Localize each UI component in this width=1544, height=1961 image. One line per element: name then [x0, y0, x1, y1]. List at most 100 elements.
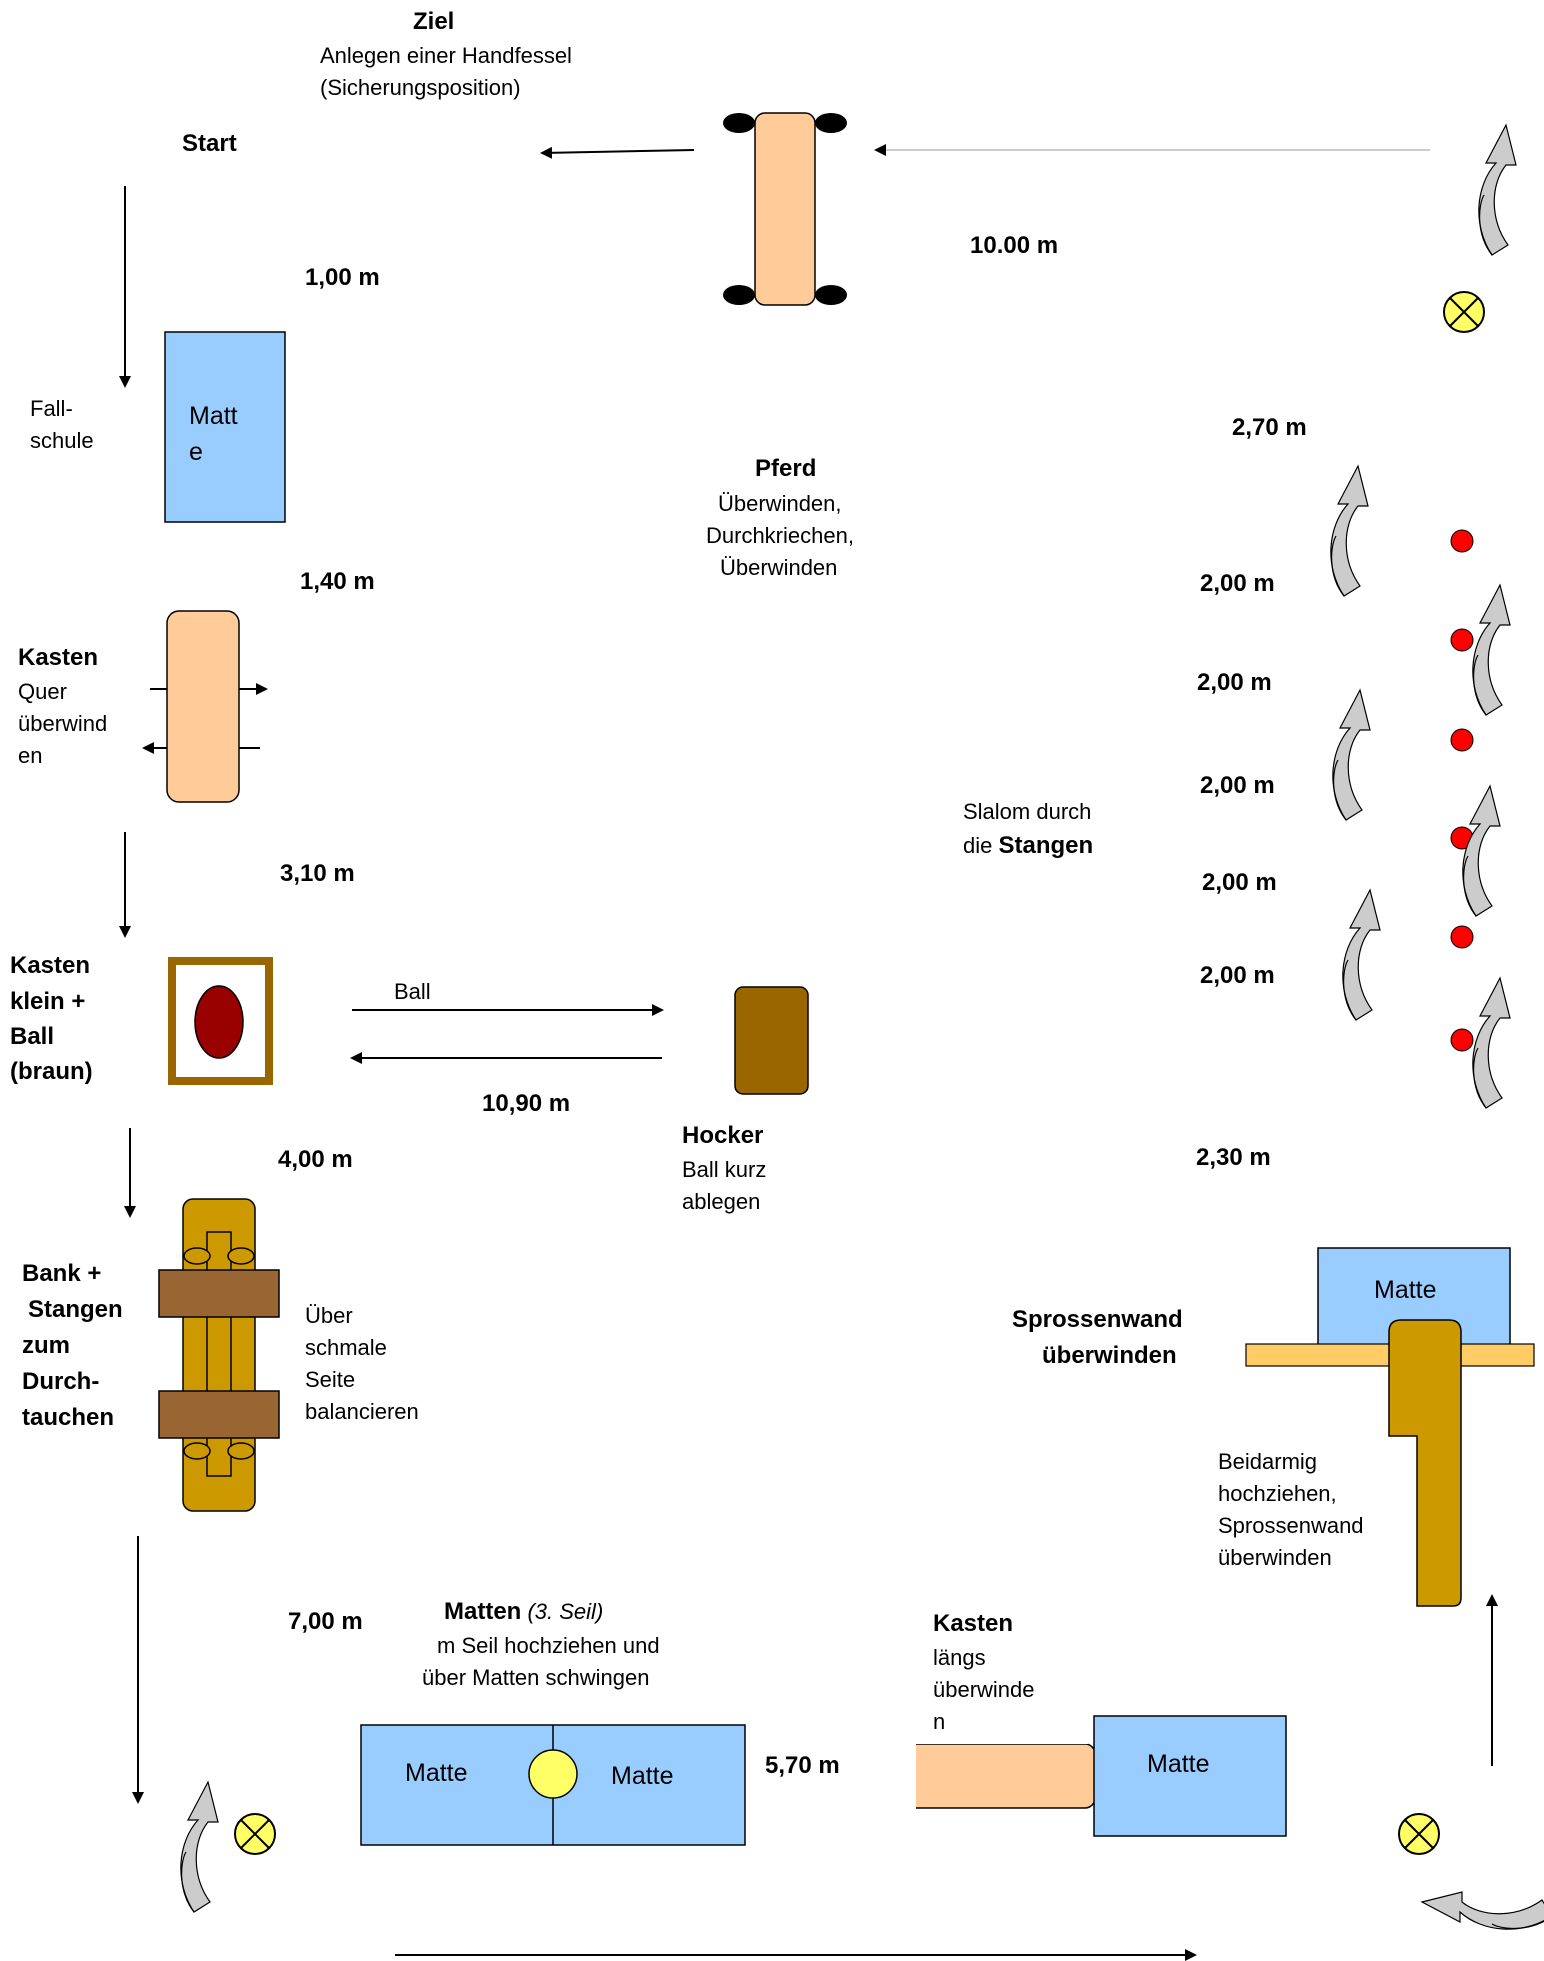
sprossenwand-line2: überwinden	[1042, 1342, 1177, 1369]
turn-arrow-icon	[1342, 889, 1381, 1021]
kasten-klein-line2: klein +	[10, 988, 86, 1015]
distance-2-00-d: 2,00 m	[1202, 869, 1277, 896]
matten-seil	[360, 1724, 746, 1846]
hocker-title: Hocker	[682, 1122, 764, 1149]
pferd-line1: Überwinden,	[718, 491, 842, 516]
slalom-poles	[1450, 529, 1474, 1052]
hocker-line2: ablegen	[682, 1189, 761, 1214]
slalom-prefix: die	[963, 833, 999, 858]
kasten-klein-line3: Ball	[10, 1023, 55, 1050]
distance-1-40: 1,40 m	[300, 568, 375, 595]
hocker-line1: Ball kurz	[682, 1157, 767, 1182]
matten-title-row: Matten (3. Seil)	[444, 1596, 603, 1628]
bank-line1: Bank +	[22, 1260, 102, 1287]
kasten-klein-line4: (braun)	[10, 1058, 93, 1085]
kasten-laengs-line3: n	[933, 1709, 946, 1734]
distance-2-70: 2,70 m	[1232, 414, 1307, 441]
pferd-line3-clip: Überwinden	[700, 552, 940, 576]
distance-7-00: 7,00 m	[288, 1608, 363, 1635]
distance-1-00: 1,00 m	[305, 264, 380, 291]
turn-arrow-icon	[1462, 785, 1501, 917]
matten-right-label: Matte	[611, 1762, 674, 1790]
pferd-line3: Überwinden	[720, 555, 838, 576]
kasten-quer-title: Kasten	[18, 644, 99, 671]
mat1-label-line2: e	[189, 438, 203, 466]
slalom-pole-icon	[1450, 529, 1474, 553]
mat1-label-line1: Matt	[189, 402, 238, 430]
slalom-pole-icon	[1450, 925, 1474, 949]
matten-title: Matten	[444, 1598, 522, 1625]
pferd-obstacle	[723, 112, 847, 306]
slalom-bold: Stangen	[998, 832, 1094, 859]
kasten-laengs	[898, 1715, 1287, 1837]
distance-2-00-c: 2,00 m	[1200, 772, 1275, 799]
turn-arrow-icon	[1332, 689, 1371, 821]
fallschule-mat	[164, 331, 286, 523]
kasten-quer-line2: überwind	[18, 711, 108, 736]
distance-10-00: 10.00 m	[970, 232, 1059, 259]
distance-5-70: 5,70 m	[765, 1752, 840, 1779]
bank-line2: Stangen	[28, 1296, 123, 1323]
kasten-klein-ball	[168, 957, 273, 1085]
distance-4-00: 4,00 m	[278, 1146, 353, 1173]
sprossenwand-mat-label: Matte	[1374, 1276, 1437, 1304]
beidarmig-line3: Sprossenwand	[1218, 1513, 1364, 1538]
fallschule-line1: Fall-	[30, 396, 73, 421]
kasten-quer-line3: en	[18, 743, 43, 768]
slalom-pole-icon	[1450, 628, 1474, 652]
hocker-stool	[734, 986, 809, 1095]
turn-arrow-icon	[180, 1781, 219, 1913]
distance-2-00-a: 2,00 m	[1200, 570, 1275, 597]
distance-10-90: 10,90 m	[482, 1090, 571, 1117]
cone-marker-icon	[1398, 1813, 1440, 1855]
slalom-pole-icon	[1450, 1028, 1474, 1052]
matten-left-label: Matte	[405, 1759, 468, 1787]
cone-marker-icon	[234, 1813, 276, 1855]
pferd-title: Pferd	[755, 455, 817, 482]
bank-line5: tauchen	[22, 1404, 115, 1431]
distance-2-00-b: 2,00 m	[1197, 669, 1272, 696]
sprossenwand	[1245, 1247, 1535, 1607]
ueber-line1: Über	[305, 1303, 353, 1328]
beidarmig-line1: Beidarmig	[1218, 1449, 1318, 1474]
slalom-pole-icon	[1450, 728, 1474, 752]
ziel-line2: (Sicherungsposition)	[320, 75, 521, 100]
sprossenwand-line1: Sprossenwand	[1012, 1306, 1183, 1333]
turn-arrow-icon	[1330, 465, 1369, 597]
ziel-title: Ziel	[413, 8, 455, 35]
kasten-quer-line1: Quer	[18, 679, 67, 704]
distance-2-30: 2,30 m	[1196, 1144, 1271, 1171]
slalom-line2: die Stangen	[963, 830, 1093, 862]
beidarmig-line2: hochziehen,	[1218, 1481, 1337, 1506]
turn-arrow-icon	[1421, 1891, 1544, 1930]
distance-3-10: 3,10 m	[280, 860, 355, 887]
bank-line3: zum	[22, 1332, 70, 1359]
bank-stangen	[158, 1198, 280, 1512]
turn-arrow-icon	[1472, 584, 1511, 716]
ueber-line3: Seite	[305, 1367, 356, 1392]
bank-line4: Durch-	[22, 1368, 100, 1395]
direction-arrow-icon	[540, 146, 695, 159]
turn-arrow-icon	[1472, 977, 1511, 1109]
matten-line2: über Matten schwingen	[422, 1665, 650, 1690]
distance-2-00-e: 2,00 m	[1200, 962, 1275, 989]
ball-label: Ball	[394, 979, 431, 1004]
fallschule-line2: schule	[30, 428, 94, 453]
slalom-line1: Slalom durch	[963, 799, 1092, 824]
matten-line1: m Seil hochziehen und	[437, 1633, 660, 1658]
direction-arrows	[119, 144, 1498, 1961]
matten-title-italic: (3. Seil)	[527, 1599, 604, 1624]
kasten-laengs-mat-label: Matte	[1147, 1750, 1210, 1778]
pferd-line2: Durchkriechen,	[706, 523, 854, 548]
kasten-laengs-line1: längs	[933, 1645, 986, 1670]
turn-arrow-icon	[1478, 124, 1517, 256]
ziel-line1: Anlegen einer Handfessel	[320, 43, 572, 68]
ueber-line2: schmale	[305, 1335, 387, 1360]
start-label: Start	[182, 130, 237, 157]
ueber-line4: balancieren	[305, 1399, 419, 1424]
kasten-quer-box	[166, 610, 240, 803]
kasten-klein-line1: Kasten	[10, 952, 91, 979]
kasten-laengs-line2: überwinde	[933, 1677, 1035, 1702]
